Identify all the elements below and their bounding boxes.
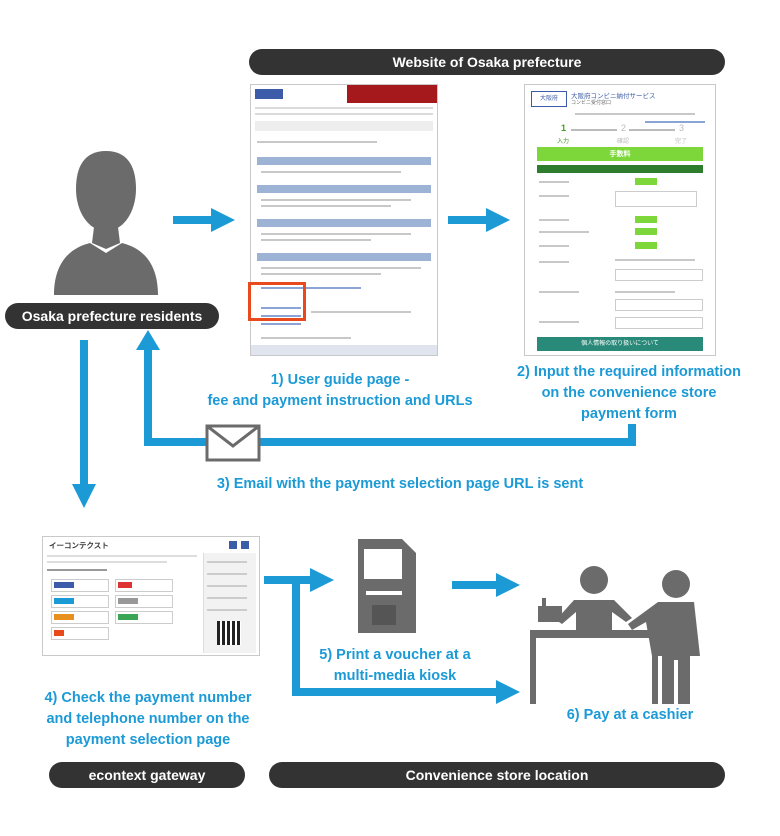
url-highlight-box	[248, 282, 306, 321]
step6-caption: 6) Pay at a cashier	[566, 707, 694, 723]
econtext-screenshot: イーコンテクスト	[42, 536, 260, 656]
person-icon	[54, 151, 158, 295]
gateway-label: econtext gateway	[49, 762, 245, 788]
form-step-1: 1	[561, 123, 567, 133]
kiosk-icon	[358, 539, 416, 633]
form-subtitle: コンビニ受付窓口	[571, 100, 612, 106]
form-step-3: 3	[679, 123, 685, 133]
form-fee-header: 手数料	[537, 147, 703, 161]
guide-logo	[255, 89, 283, 99]
payment-form-screenshot: 大阪府 大阪府コンビニ納付サービス コンビニ受付窓口 1 2 3 入力 確認 完…	[524, 84, 716, 356]
cashier-icon	[530, 566, 700, 704]
guide-page-screenshot	[250, 84, 438, 356]
form-step-label-2: 確認	[617, 138, 630, 145]
step1-caption: 1) User guide page -fee and payment inst…	[207, 372, 473, 409]
step3-caption: 3) Email with the payment selection page…	[216, 476, 584, 492]
store-label: Convenience store location	[269, 762, 725, 788]
qr-code-icon	[217, 621, 241, 645]
econtext-title: イーコンテクスト	[49, 541, 109, 550]
residents-label: Osaka prefecture residents	[5, 303, 219, 329]
form-step-2: 2	[621, 123, 627, 133]
form-step-label-3: 完了	[675, 138, 688, 145]
form-step-label-1: 入力	[557, 138, 570, 145]
website-label: Website of Osaka prefecture	[249, 49, 725, 75]
form-title: 大阪府コンビニ納付サービス	[571, 92, 656, 100]
form-footer-bar: 個人情報の取り扱いについて	[537, 337, 703, 351]
form-logo: 大阪府	[531, 91, 567, 107]
email-envelope-icon	[205, 424, 261, 462]
